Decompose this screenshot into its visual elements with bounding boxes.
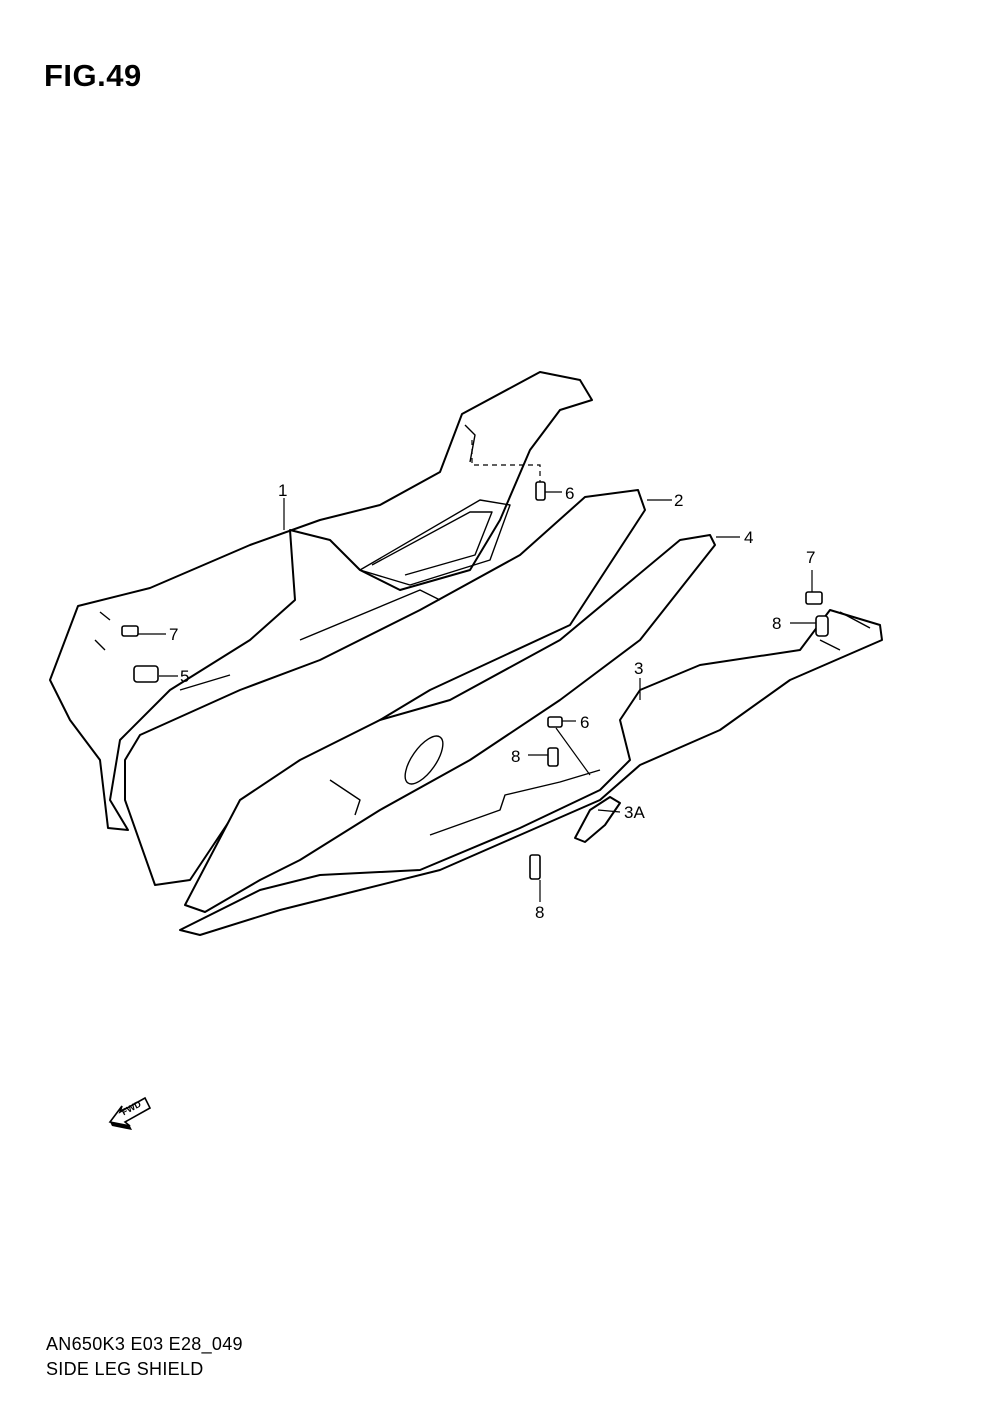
fwd-arrow-icon <box>108 1096 152 1130</box>
callout-5: 5 <box>180 667 190 686</box>
callout-2: 2 <box>674 491 684 510</box>
screw-6-upper <box>535 481 546 501</box>
leader-lines <box>138 491 816 902</box>
clip-8-bottom <box>529 854 541 880</box>
part-3a-bracket <box>574 796 621 843</box>
callout-7-right: 7 <box>806 548 816 567</box>
figure-name: SIDE LEG SHIELD <box>46 1359 204 1379</box>
callout-1: 1 <box>278 481 288 500</box>
nut-7-left <box>121 625 139 637</box>
clip-8-right <box>815 615 829 637</box>
model-code: AN650K3 E03 E28_049 <box>46 1334 243 1354</box>
callout-6-lower: 6 <box>580 713 590 732</box>
callout-8-right: 8 <box>772 614 782 633</box>
callout-7-left: 7 <box>169 625 179 644</box>
bracket-5 <box>133 665 159 683</box>
screw-6-lower <box>547 716 563 728</box>
part-4-panel <box>184 534 716 913</box>
figure-title: FIG.49 <box>44 58 142 93</box>
callout-8-mid: 8 <box>511 747 521 766</box>
part-2-panel <box>124 489 646 886</box>
callout-3a: 3A <box>624 803 645 822</box>
hardware <box>121 481 829 880</box>
callout-4: 4 <box>744 528 754 547</box>
callout-8-bottom: 8 <box>535 903 545 922</box>
nut-7-right <box>805 591 823 605</box>
callout-3: 3 <box>634 659 644 678</box>
part-3-lower-rail <box>179 609 883 936</box>
part-1-leg-shield <box>49 371 593 831</box>
callout-6-upper: 6 <box>565 484 575 503</box>
clip-8-mid <box>547 747 559 767</box>
